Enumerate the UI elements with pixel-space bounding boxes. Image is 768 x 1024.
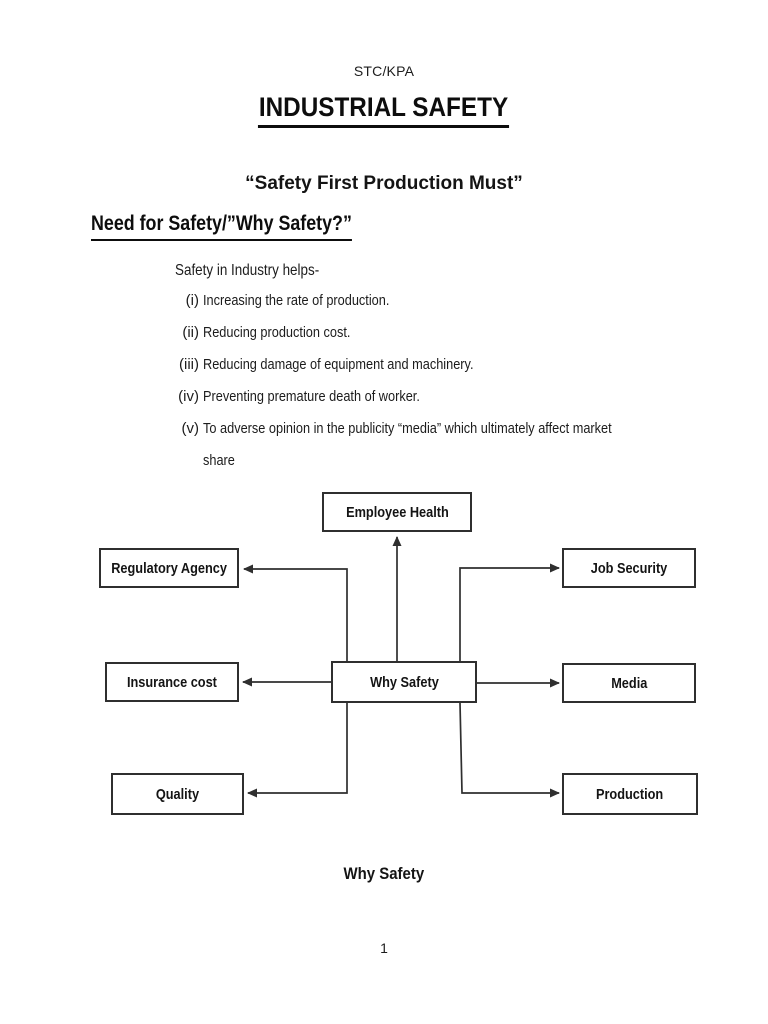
diagram-node-job-security: Job Security bbox=[562, 548, 696, 588]
diagram-node-label: Media bbox=[610, 674, 648, 692]
list-item: (iv) Preventing premature death of worke… bbox=[160, 388, 458, 405]
doc-header-code: STC/KPA bbox=[353, 63, 415, 79]
arrow-to-quality bbox=[247, 703, 348, 798]
diagram-node-label: Production bbox=[596, 785, 664, 803]
diagram-node-employee-health: Employee Health bbox=[322, 492, 472, 532]
list-item-text: To adverse opinion in the publicity “med… bbox=[203, 420, 612, 437]
arrow-to-production bbox=[459, 702, 560, 798]
arrow-to-job-security bbox=[459, 563, 560, 661]
diagram-node-label: Job Security bbox=[590, 559, 668, 577]
page-title: INDUSTRIAL SAFETY bbox=[0, 92, 768, 128]
section-heading-text: Need for Safety/”Why Safety?” bbox=[91, 212, 352, 241]
why-safety-diagram: Employee Health Regulatory Agency Job Se… bbox=[0, 480, 768, 832]
list-item-marker: (ii) bbox=[182, 324, 199, 341]
list-item-text: Reducing damage of equipment and machine… bbox=[203, 356, 474, 373]
diagram-node-label: Why Safety bbox=[369, 673, 439, 691]
list-item: (ii) Reducing production cost. bbox=[160, 324, 376, 341]
list-item-continuation: share bbox=[160, 452, 241, 469]
section-heading: Need for Safety/”Why Safety?” bbox=[91, 212, 398, 241]
diagram-node-production: Production bbox=[562, 773, 698, 815]
list-item-text: share bbox=[203, 452, 235, 469]
page-number: 1 bbox=[380, 940, 388, 956]
diagram-node-label: Quality bbox=[155, 785, 200, 803]
list-item: (v) To adverse opinion in the publicity … bbox=[160, 420, 684, 437]
diagram-node-label: Insurance cost bbox=[127, 673, 217, 691]
diagram-node-regulatory-agency: Regulatory Agency bbox=[99, 548, 239, 588]
diagram-arrows bbox=[242, 536, 560, 798]
list-item-marker: (v) bbox=[181, 420, 200, 437]
list-item-text: Preventing premature death of worker. bbox=[203, 388, 420, 405]
intro-text: Safety in Industry helps- bbox=[175, 262, 320, 279]
diagram-node-why-safety: Why Safety bbox=[331, 661, 477, 703]
list-item-marker: (iii) bbox=[179, 356, 199, 373]
page-title-text: INDUSTRIAL SAFETY bbox=[258, 92, 510, 128]
diagram-node-label: Regulatory Agency bbox=[111, 559, 227, 577]
motto-quote: “Safety First Production Must” bbox=[245, 173, 523, 194]
intro-line: Safety in Industry helps- bbox=[175, 262, 347, 280]
diagram-caption-text: Why Safety bbox=[343, 864, 425, 883]
diagram-node-insurance-cost: Insurance cost bbox=[105, 662, 239, 702]
list-item-marker: (iv) bbox=[178, 388, 199, 405]
list-item-marker: (i) bbox=[185, 292, 199, 309]
diagram-node-quality: Quality bbox=[111, 773, 244, 815]
list-item: (i) Increasing the rate of production. bbox=[160, 292, 422, 309]
list-item-text: Reducing production cost. bbox=[203, 324, 351, 341]
diagram-caption: Why Safety bbox=[0, 864, 768, 884]
diagram-node-media: Media bbox=[562, 663, 696, 703]
list-item: (iii) Reducing damage of equipment and m… bbox=[160, 356, 521, 373]
arrow-to-regulatory-agency bbox=[243, 564, 348, 661]
diagram-node-label: Employee Health bbox=[345, 503, 449, 521]
list-item-text: Increasing the rate of production. bbox=[203, 292, 390, 309]
